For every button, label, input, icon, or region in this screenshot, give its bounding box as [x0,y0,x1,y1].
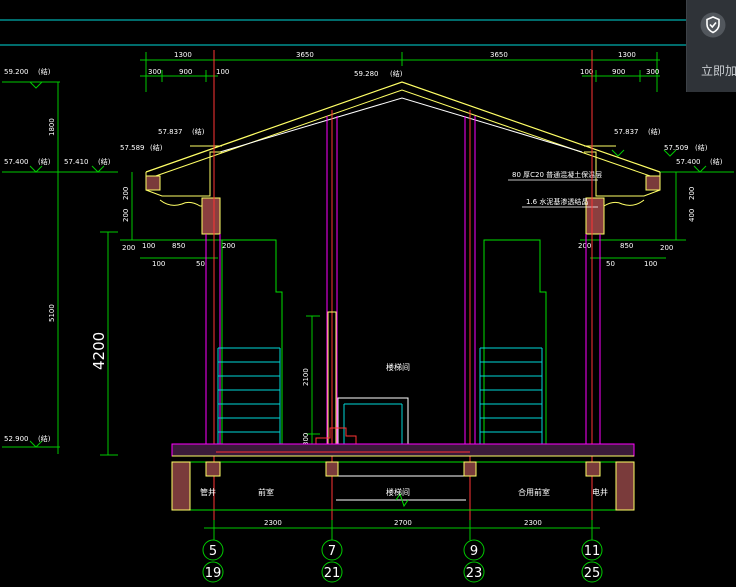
center-stair-rail [337,397,409,444]
roof [145,81,661,179]
elev-level-right-a: 57.400 [676,158,701,166]
elev-level-left-a: 57.400 [4,158,29,166]
axis-label-25: 25 [584,566,601,581]
walls [205,50,601,530]
basement [171,461,635,511]
right-elevation-markers [611,149,734,173]
axis-label-21: 21 [324,566,341,581]
dim-top-center-left: 3650 [296,51,314,59]
dim-mid-300: 300 [302,433,310,446]
dim-left-50: 50 [196,260,205,268]
dim-big-height: 4200 [90,332,108,370]
elev-struct-tag-5: (结) [648,127,661,136]
axis-label-19: 19 [205,566,222,581]
roof-note-2: 1.6 水泥基渗透结晶 [526,197,588,206]
elev-ridge-center: 59.280 [354,70,379,78]
dim-right-100: 100 [644,260,657,268]
axis-label-5: 5 [209,544,217,559]
right-eave [584,151,661,235]
dim-left-850: 850 [172,242,185,250]
elev-struct-tag-10: (结) [150,143,163,152]
dim-top-right-a: 100 [580,68,593,76]
right-door-frame [483,239,547,444]
bottom-dimensions [204,520,600,540]
dim-top-left-1300: 1300 [174,51,192,59]
floor-slab [171,443,635,463]
room-stair-upper: 楼梯间 [386,362,410,372]
left-stairs [217,347,281,444]
elev-struct-tag-2: (结) [38,157,51,166]
shield-check-icon[interactable] [700,12,726,38]
dim-top-left-b: 900 [179,68,192,76]
dim-right-200-b: 200 [660,244,673,252]
dim-left-200-a: 200 [122,244,135,252]
axis-bubbles [202,539,603,583]
dim-top-left-a: 300 [148,68,161,76]
dim-top-right-b: 900 [612,68,625,76]
note-leaders [508,179,598,208]
dim-right-200-a: 200 [578,242,591,250]
floating-widget[interactable]: 立即加 [686,0,736,92]
dim-top-left-c: 100 [216,68,229,76]
dim-left-100-a: 100 [142,242,155,250]
dim-left-200-c: 200 [122,209,130,222]
dim-left-200-b: 200 [122,187,130,200]
elev-struct-tag-6: (结) [695,143,708,152]
room-elec-well: 电井 [592,487,608,497]
left-door-frame [221,239,283,444]
room-front-room: 前室 [258,487,274,497]
dim-left-1800: 1800 [48,118,56,136]
elev-base-left: 52.900 [4,435,29,443]
room-stair-lower: 楼梯间 [386,487,410,497]
elev-eave-top-left: 57.837 [158,128,183,136]
elev-struct-tag-8: (结) [390,69,403,78]
elev-struct-tag-1: (结) [38,67,51,76]
dim-bottom-1: 2300 [264,519,282,527]
elev-struct-tag-7: (结) [710,157,723,166]
dim-right-850: 850 [620,242,633,250]
dim-bottom-3: 2300 [524,519,542,527]
dim-left-200-d: 200 [222,242,235,250]
axis-label-11: 11 [584,544,601,559]
basement-hatch [171,461,635,511]
dim-mid-2100: 2100 [302,368,310,386]
elev-eave-left-outer: 57.589 [120,144,145,152]
elev-struct-tag-9: (结) [192,127,205,136]
room-shared-front-room: 合用前室 [518,487,550,497]
elev-eave-right-outer: 57.509 [664,144,689,152]
widget-label[interactable]: 立即加 [701,64,736,78]
elev-eave-top-right: 57.837 [614,128,639,136]
axis-label-7: 7 [328,544,336,559]
top-dimensions [140,52,660,92]
roof-note-1: 80 厚C20 普通混凝土保温层 [512,170,602,179]
elev-struct-tag-4: (结) [38,434,51,443]
dim-left-5100: 5100 [48,304,56,322]
dim-right-400: 400 [688,209,696,222]
frame-lines [0,19,736,46]
elev-level-left-b: 57.410 [64,158,89,166]
center-dim [306,315,320,446]
dim-top-right-1300: 1300 [618,51,636,59]
axis-label-9: 9 [470,544,478,559]
dim-top-right-c: 300 [646,68,659,76]
left-elevation-markers [2,81,118,456]
left-eave [145,151,222,235]
elev-struct-tag-3: (结) [98,157,111,166]
axis-label-23: 23 [466,566,483,581]
eave-dim-lines [120,172,686,259]
dim-right-50: 50 [606,260,615,268]
dim-right-200-c: 200 [688,187,696,200]
elev-ridge-left: 59.200 [4,68,29,76]
dim-top-center-right: 3650 [490,51,508,59]
room-pipe-well: 管井 [200,487,216,497]
right-stairs [479,347,543,444]
dim-bottom-2: 2700 [394,519,412,527]
dim-left-100-b: 100 [152,260,165,268]
